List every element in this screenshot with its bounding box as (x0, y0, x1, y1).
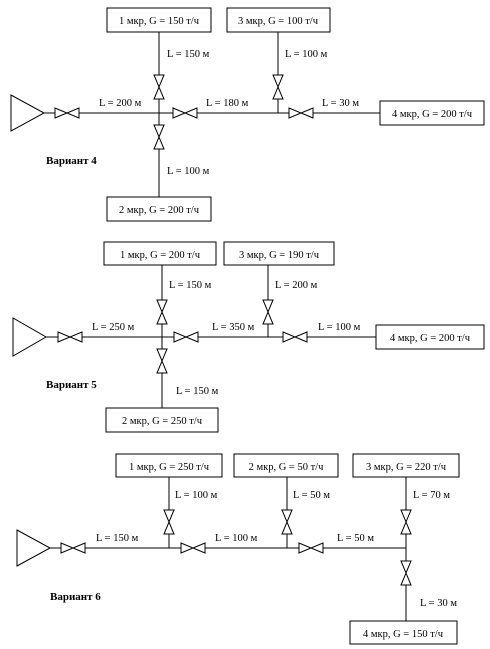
valve-icon (281, 509, 293, 535)
pipe-length-label: L = 30 м (420, 598, 457, 609)
pipe-length-label: L = 30 м (322, 98, 359, 109)
variant-4-scheme: 1 мкр, G = 150 т/ч 3 мкр, G = 100 т/ч 4 … (10, 7, 485, 222)
valve-icon (400, 509, 412, 535)
pipe-length-label: L = 100 м (167, 166, 210, 177)
pipe-length-label: L = 150 м (169, 280, 212, 291)
pipe-length-label: L = 200 м (275, 280, 318, 291)
pipe-length-label: L = 50 м (293, 490, 330, 501)
variant-6-scheme: 1 мкр, G = 250 т/ч 2 мкр, G = 50 т/ч 3 м… (16, 453, 460, 645)
valve-icon (173, 331, 199, 343)
pump-icon (16, 529, 52, 567)
consumer-label: 3 мкр, G = 190 т/ч (239, 250, 320, 261)
valve-icon (163, 509, 175, 535)
valve-icon (180, 542, 206, 554)
valve-icon (54, 107, 80, 119)
pipe-length-label: L = 100 м (285, 49, 328, 60)
pipe-length-label: L = 70 м (413, 490, 450, 501)
pipe-length-label: L = 150 м (167, 49, 210, 60)
consumer-label: 2 мкр, G = 250 т/ч (122, 416, 203, 427)
pipe-length-label: L = 100 м (175, 490, 218, 501)
valve-icon (288, 107, 314, 119)
valve-icon (262, 299, 274, 325)
consumer-label: 3 мкр, G = 220 т/ч (366, 462, 447, 473)
valve-icon (298, 542, 324, 554)
pipe-length-label: L = 350 м (212, 322, 255, 333)
pipe-length-label: L = 100 м (215, 533, 258, 544)
valve-icon (272, 74, 284, 100)
pipe-length-label: L = 100 м (318, 322, 361, 333)
consumer-label: 4 мкр, G = 200 т/ч (390, 333, 471, 344)
valve-icon (60, 542, 86, 554)
valve-icon (153, 124, 165, 150)
variant-title: Вариант 5 (46, 379, 97, 391)
pipe-length-label: L = 200 м (99, 98, 142, 109)
valve-icon (282, 331, 308, 343)
consumer-label: 3 мкр, G = 100 т/ч (238, 16, 319, 27)
consumer-label: 1 мкр, G = 150 т/ч (119, 16, 200, 27)
pump-icon (12, 317, 48, 357)
pump-icon (10, 94, 46, 132)
valve-icon (57, 331, 83, 343)
pipe-length-label: L = 180 м (206, 98, 249, 109)
valve-icon (156, 348, 168, 374)
valve-icon (172, 107, 198, 119)
variant-title: Вариант 6 (50, 591, 101, 603)
consumer-label: 1 мкр, G = 200 т/ч (120, 250, 201, 261)
pipe-length-label: L = 250 м (92, 322, 135, 333)
variant-5-scheme: 1 мкр, G = 200 т/ч 3 мкр, G = 190 т/ч 4 … (12, 241, 485, 433)
consumer-label: 4 мкр, G = 150 т/ч (363, 629, 444, 640)
variant-title: Вариант 4 (46, 155, 97, 167)
consumer-label: 2 мкр, G = 200 т/ч (119, 205, 200, 216)
consumer-label: 4 мкр, G = 200 т/ч (392, 109, 473, 120)
valve-icon (156, 299, 168, 325)
consumer-label: 2 мкр, G = 50 т/ч (249, 462, 325, 473)
pipe-length-label: L = 150 м (176, 386, 219, 397)
consumer-label: 1 мкр, G = 250 т/ч (129, 462, 210, 473)
pipe-length-label: L = 150 м (96, 533, 139, 544)
valve-icon (400, 560, 412, 586)
valve-icon (153, 74, 165, 100)
pipe-length-label: L = 50 м (337, 533, 374, 544)
